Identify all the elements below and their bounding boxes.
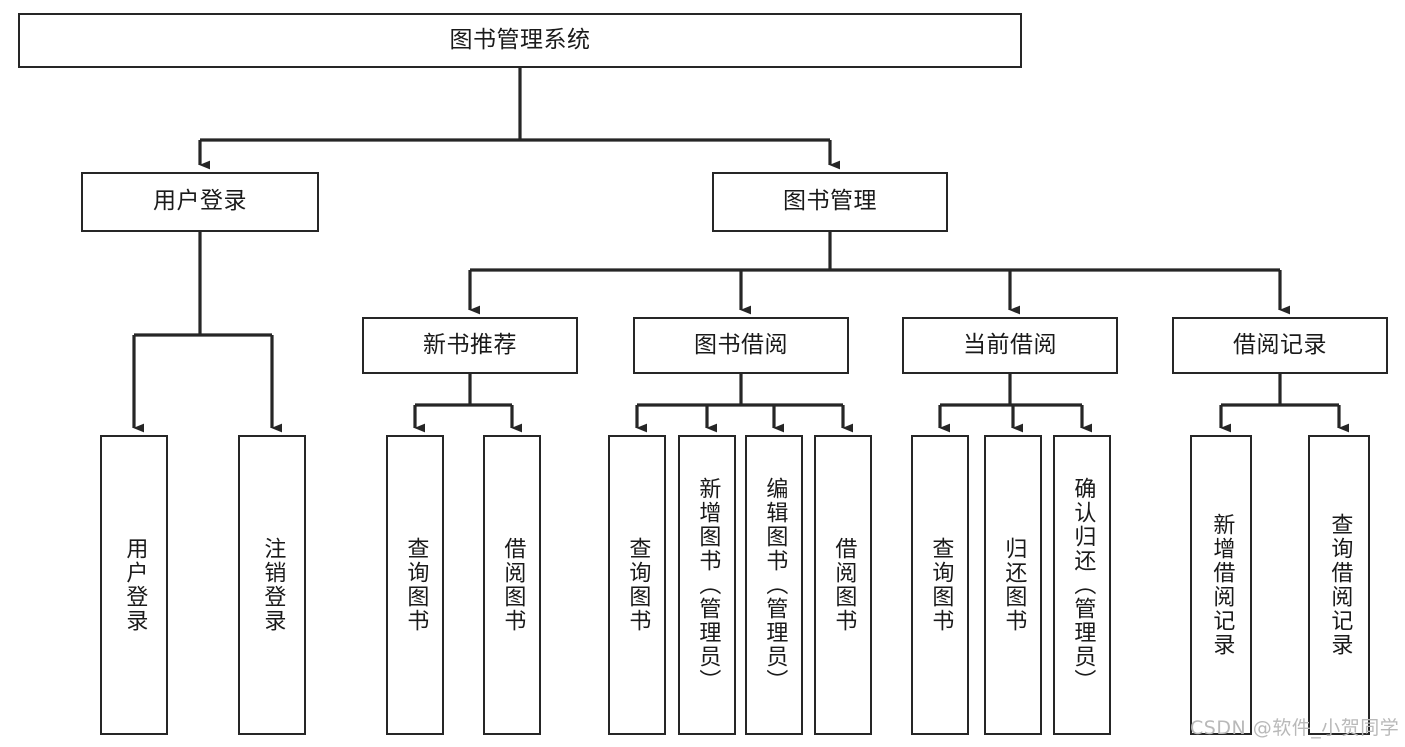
edge-borrow-record-to-leaves <box>1219 374 1350 433</box>
csdn-watermark: CSDN @软件_小贺同学 <box>1190 717 1400 739</box>
node-leaf-query-book-cur[interactable]: 查询图书 <box>911 435 969 735</box>
node-leaf-add-book[interactable]: 新增图书（管理员） <box>678 435 736 735</box>
node-leaf-add-borrow-record-label: 新增借阅记录 <box>1209 513 1235 657</box>
node-leaf-query-book-bo[interactable]: 查询图书 <box>608 435 666 735</box>
node-leaf-query-book-rec-label: 查询图书 <box>403 537 429 633</box>
edge-current-borrow-to-leaves <box>938 374 1093 433</box>
node-user-login-label: 用户登录 <box>153 188 247 215</box>
node-leaf-user-login-label: 用户登录 <box>122 537 148 633</box>
node-new-book-rec-label: 新书推荐 <box>423 331 517 358</box>
node-book-borrow[interactable]: 图书借阅 <box>633 317 849 374</box>
node-leaf-user-logout-label: 注销登录 <box>260 537 286 633</box>
node-leaf-borrow-book-rec-label: 借阅图书 <box>500 537 526 633</box>
node-leaf-confirm-return-label: 确认归还（管理员） <box>1070 477 1096 693</box>
node-new-book-rec[interactable]: 新书推荐 <box>362 317 578 374</box>
node-current-borrow-label: 当前借阅 <box>963 331 1057 358</box>
node-book-manage-label: 图书管理 <box>783 188 877 215</box>
edge-root-to-level2 <box>198 68 841 170</box>
edge-new-book-rec-to-leaves <box>413 374 523 433</box>
node-leaf-user-login[interactable]: 用户登录 <box>100 435 168 735</box>
edge-book-manage-to-level3 <box>468 232 1291 315</box>
node-leaf-query-book-rec[interactable]: 查询图书 <box>386 435 444 735</box>
node-root-label: 图书管理系统 <box>449 26 591 53</box>
node-root[interactable]: 图书管理系统 <box>18 13 1022 68</box>
node-book-manage[interactable]: 图书管理 <box>712 172 948 232</box>
node-book-borrow-label: 图书借阅 <box>694 331 788 358</box>
node-leaf-query-book-cur-label: 查询图书 <box>928 537 954 633</box>
node-borrow-record-label: 借阅记录 <box>1233 331 1327 358</box>
node-leaf-add-book-label: 新增图书（管理员） <box>695 477 721 693</box>
node-leaf-edit-book[interactable]: 编辑图书（管理员） <box>745 435 803 735</box>
node-leaf-add-borrow-record[interactable]: 新增借阅记录 <box>1190 435 1252 735</box>
node-leaf-edit-book-label: 编辑图书（管理员） <box>762 477 788 693</box>
node-leaf-return-book[interactable]: 归还图书 <box>984 435 1042 735</box>
node-leaf-confirm-return[interactable]: 确认归还（管理员） <box>1053 435 1111 735</box>
node-leaf-query-borrow-record[interactable]: 查询借阅记录 <box>1308 435 1370 735</box>
node-leaf-query-borrow-record-label: 查询借阅记录 <box>1327 513 1353 657</box>
node-leaf-user-logout[interactable]: 注销登录 <box>238 435 306 735</box>
node-current-borrow[interactable]: 当前借阅 <box>902 317 1118 374</box>
edge-user-login-to-leaves <box>132 232 283 433</box>
node-user-login[interactable]: 用户登录 <box>81 172 319 232</box>
node-leaf-borrow-book-rec[interactable]: 借阅图书 <box>483 435 541 735</box>
node-leaf-borrow-book-bo[interactable]: 借阅图书 <box>814 435 872 735</box>
node-borrow-record[interactable]: 借阅记录 <box>1172 317 1388 374</box>
edge-book-borrow-to-leaves <box>635 374 854 433</box>
node-leaf-return-book-label: 归还图书 <box>1001 537 1027 633</box>
node-leaf-borrow-book-bo-label: 借阅图书 <box>831 537 857 633</box>
node-leaf-query-book-bo-label: 查询图书 <box>625 537 651 633</box>
